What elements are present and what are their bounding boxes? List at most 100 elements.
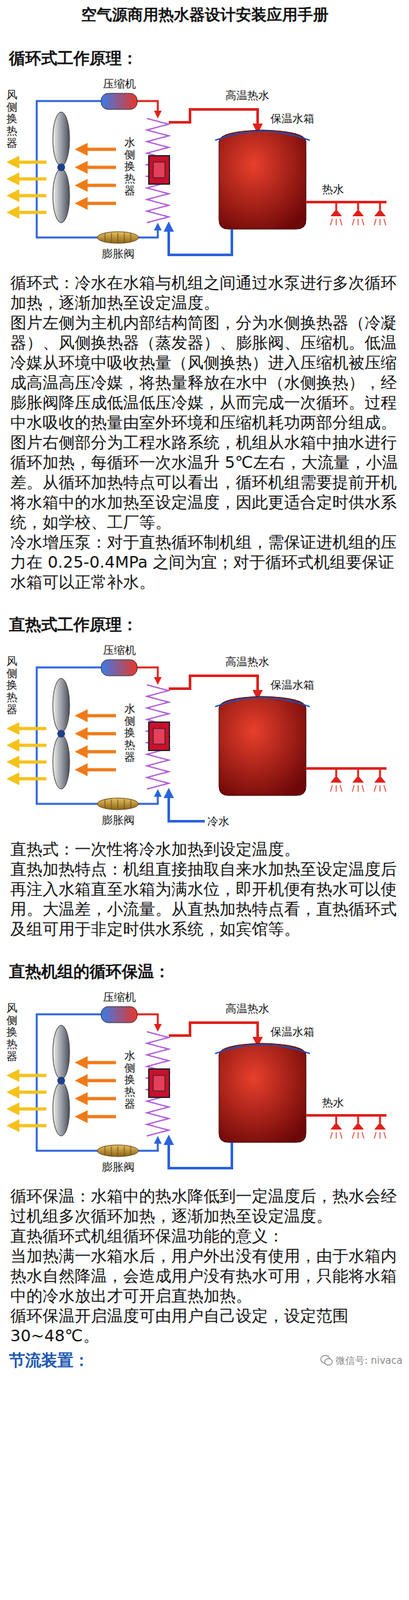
exchanger-core xyxy=(148,722,170,752)
part-label: 高温热水 xyxy=(225,655,270,669)
tank-lid xyxy=(215,131,310,141)
shower-stem xyxy=(335,769,338,777)
watermark-text: 微信号: nivaca xyxy=(335,1355,403,1369)
air-arrow xyxy=(12,177,47,181)
shower-head xyxy=(352,1123,364,1131)
shower-spray xyxy=(374,218,377,226)
shower-head xyxy=(374,776,386,784)
heat-arrow xyxy=(81,1062,116,1066)
valve-rib xyxy=(130,1147,132,1157)
exchanger-core xyxy=(148,155,170,185)
system-diagram: 压缩机风侧换热器水侧换热器膨胀阀高温热水保温水箱热水 xyxy=(0,987,409,1181)
wechat-bubble xyxy=(324,1359,333,1367)
shower-stem xyxy=(335,202,338,210)
shower-spray xyxy=(352,218,355,226)
part-label: 压缩机 xyxy=(103,991,136,1005)
expansion-valve xyxy=(97,1145,139,1158)
hot-water-pipe xyxy=(168,1023,258,1043)
fan-blade xyxy=(52,735,70,790)
valve-rib xyxy=(130,233,132,243)
cold-water-pipe xyxy=(168,793,205,822)
return-pipe xyxy=(168,226,232,256)
hot-gas-pipe xyxy=(137,667,158,682)
shower-spray xyxy=(340,1132,343,1140)
shower-head xyxy=(352,209,364,217)
shower-spray xyxy=(383,1132,386,1140)
valve-rib xyxy=(124,233,125,243)
wechat-icon xyxy=(320,1355,333,1368)
section-heading: 直热式工作原理： xyxy=(0,614,409,637)
exchanger-coil xyxy=(146,118,169,223)
air-arrow xyxy=(12,1125,47,1129)
air-arrow xyxy=(12,744,47,748)
air-arrow xyxy=(12,1074,47,1079)
valve-rib xyxy=(117,799,119,809)
part-label: 保温水箱 xyxy=(270,1026,315,1039)
body-paragraph: 冷水增压泵：对于直热循环制机组，需保证进机组的压力在 0.25-0.4MPa 之… xyxy=(0,532,409,593)
diagram-illustration xyxy=(0,987,409,1181)
exchanger-coil xyxy=(146,685,169,790)
exchanger-core xyxy=(153,729,165,745)
shower-spray xyxy=(340,218,343,226)
exchanger-core xyxy=(148,1069,170,1099)
part-label: 热水 xyxy=(322,1096,344,1110)
section-heading: 循环式工作原理： xyxy=(0,47,409,70)
fan-hub xyxy=(57,730,66,739)
part-label: 热水 xyxy=(322,182,344,196)
part-label: 保温水箱 xyxy=(270,678,315,692)
heat-arrow xyxy=(81,184,116,188)
expansion-valve xyxy=(97,798,139,811)
system-diagram: 压缩机风侧换热器水侧换热器膨胀阀高温热水保温水箱热水 xyxy=(0,73,409,267)
diagram-illustration xyxy=(0,73,409,267)
outlet-pipe xyxy=(305,200,387,204)
outlet-pipe xyxy=(305,767,387,771)
shower-spray xyxy=(361,218,364,226)
hot-gas-pipe xyxy=(137,101,158,115)
tank xyxy=(218,696,306,797)
exchanger-coil xyxy=(146,1032,169,1137)
refrigerant-pipe xyxy=(137,793,158,805)
body-paragraph: 循环保温：水箱中的热水降低到一定温度后，热水会经过机组多次循环加热，逐渐加热至设… xyxy=(0,1187,409,1227)
fan-blade xyxy=(52,1082,70,1137)
part-label: 冷水 xyxy=(207,815,230,829)
fan-blade xyxy=(52,112,70,167)
shower-stem xyxy=(357,1116,360,1124)
valve-rib xyxy=(130,799,132,809)
footer-row: 节流装置： 微信号: nivaca xyxy=(0,1350,409,1373)
valve-rib xyxy=(111,1147,113,1157)
section-heading: 节流装置： xyxy=(9,1350,90,1373)
expansion-valve xyxy=(97,231,139,244)
title: 空气源商用热水器设计安装应用手册 xyxy=(0,0,409,26)
shower-spray xyxy=(335,785,337,793)
heat-arrow xyxy=(81,166,116,170)
heat-arrow xyxy=(81,714,116,719)
return-pipe xyxy=(168,1140,232,1170)
valve-rib xyxy=(104,233,106,243)
part-label: 水侧换热器 xyxy=(124,1050,136,1111)
shower-spray xyxy=(357,218,359,226)
part-label: 膨胀阀 xyxy=(101,814,135,828)
heat-arrow xyxy=(81,751,116,755)
shower-spray xyxy=(335,218,337,226)
shower-spray xyxy=(383,785,386,793)
refrigerant-pipe xyxy=(137,226,158,238)
hot-gas-pipe xyxy=(137,1015,158,1029)
body-paragraph: 直热式：一次性将冷水加热到设定温度。 xyxy=(0,839,409,860)
exchanger-core xyxy=(153,162,165,178)
shower-spray xyxy=(374,785,377,793)
shower-stem xyxy=(357,769,360,777)
watermark: 微信号: nivaca xyxy=(320,1355,403,1369)
shower-spray xyxy=(361,785,364,793)
shower-head xyxy=(374,1123,386,1131)
heat-arrow xyxy=(81,769,116,773)
section-heading: 直热机组的循环保温： xyxy=(0,961,409,984)
compressor xyxy=(101,660,138,677)
diagram-illustration xyxy=(0,640,409,834)
part-label: 膨胀阀 xyxy=(101,1161,135,1175)
part-label: 风侧换热器 xyxy=(6,1002,18,1063)
refrigerant-pipe xyxy=(36,667,102,805)
fan-blade xyxy=(52,1026,70,1081)
body-paragraph: 图片左侧为主机内部结构简图，分为水侧换热器（冷凝器）、风侧换热器（蒸发器）、膨胀… xyxy=(0,313,409,433)
compressor xyxy=(101,1007,138,1024)
valve-rib xyxy=(104,799,106,809)
